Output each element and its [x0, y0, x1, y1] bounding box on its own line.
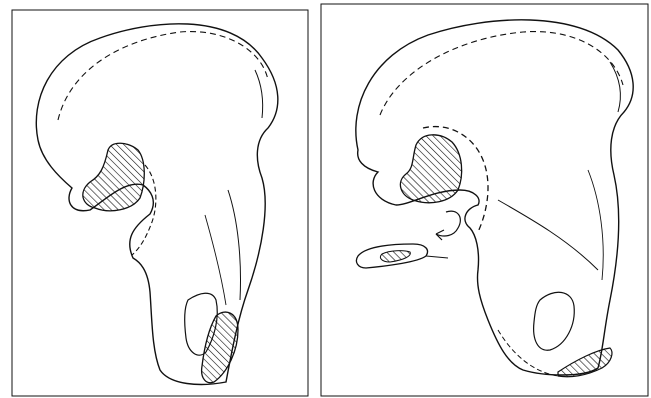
left-hip-bone-drawing — [0, 0, 318, 398]
right-ischium-hatched — [558, 348, 612, 377]
right-inner-crest-line — [610, 62, 620, 112]
left-inner-crest-line — [255, 70, 263, 118]
right-acetabulum-hatched — [400, 135, 461, 203]
right-bone-outline — [356, 20, 633, 375]
left-acetabulum-hatched — [83, 143, 144, 211]
left-panel — [0, 0, 318, 398]
right-fragment-hatched-core — [380, 251, 410, 262]
right-fragment-tail-line — [426, 256, 448, 258]
right-interior-line-2 — [588, 170, 603, 280]
left-bone-outline — [36, 24, 278, 385]
left-interior-line-2 — [205, 215, 226, 305]
left-crest-dashed-line — [58, 32, 268, 120]
left-ischium-hatched — [202, 312, 238, 383]
left-interior-line-1 — [228, 190, 241, 300]
right-hip-bone-drawing — [318, 0, 651, 398]
right-inferior-dashed-line — [498, 330, 558, 376]
right-interior-line-1 — [498, 200, 598, 270]
right-panel — [318, 0, 651, 398]
right-obturator-opening — [534, 292, 575, 350]
right-crest-dashed-line — [380, 32, 623, 115]
right-panel-frame — [321, 4, 648, 396]
